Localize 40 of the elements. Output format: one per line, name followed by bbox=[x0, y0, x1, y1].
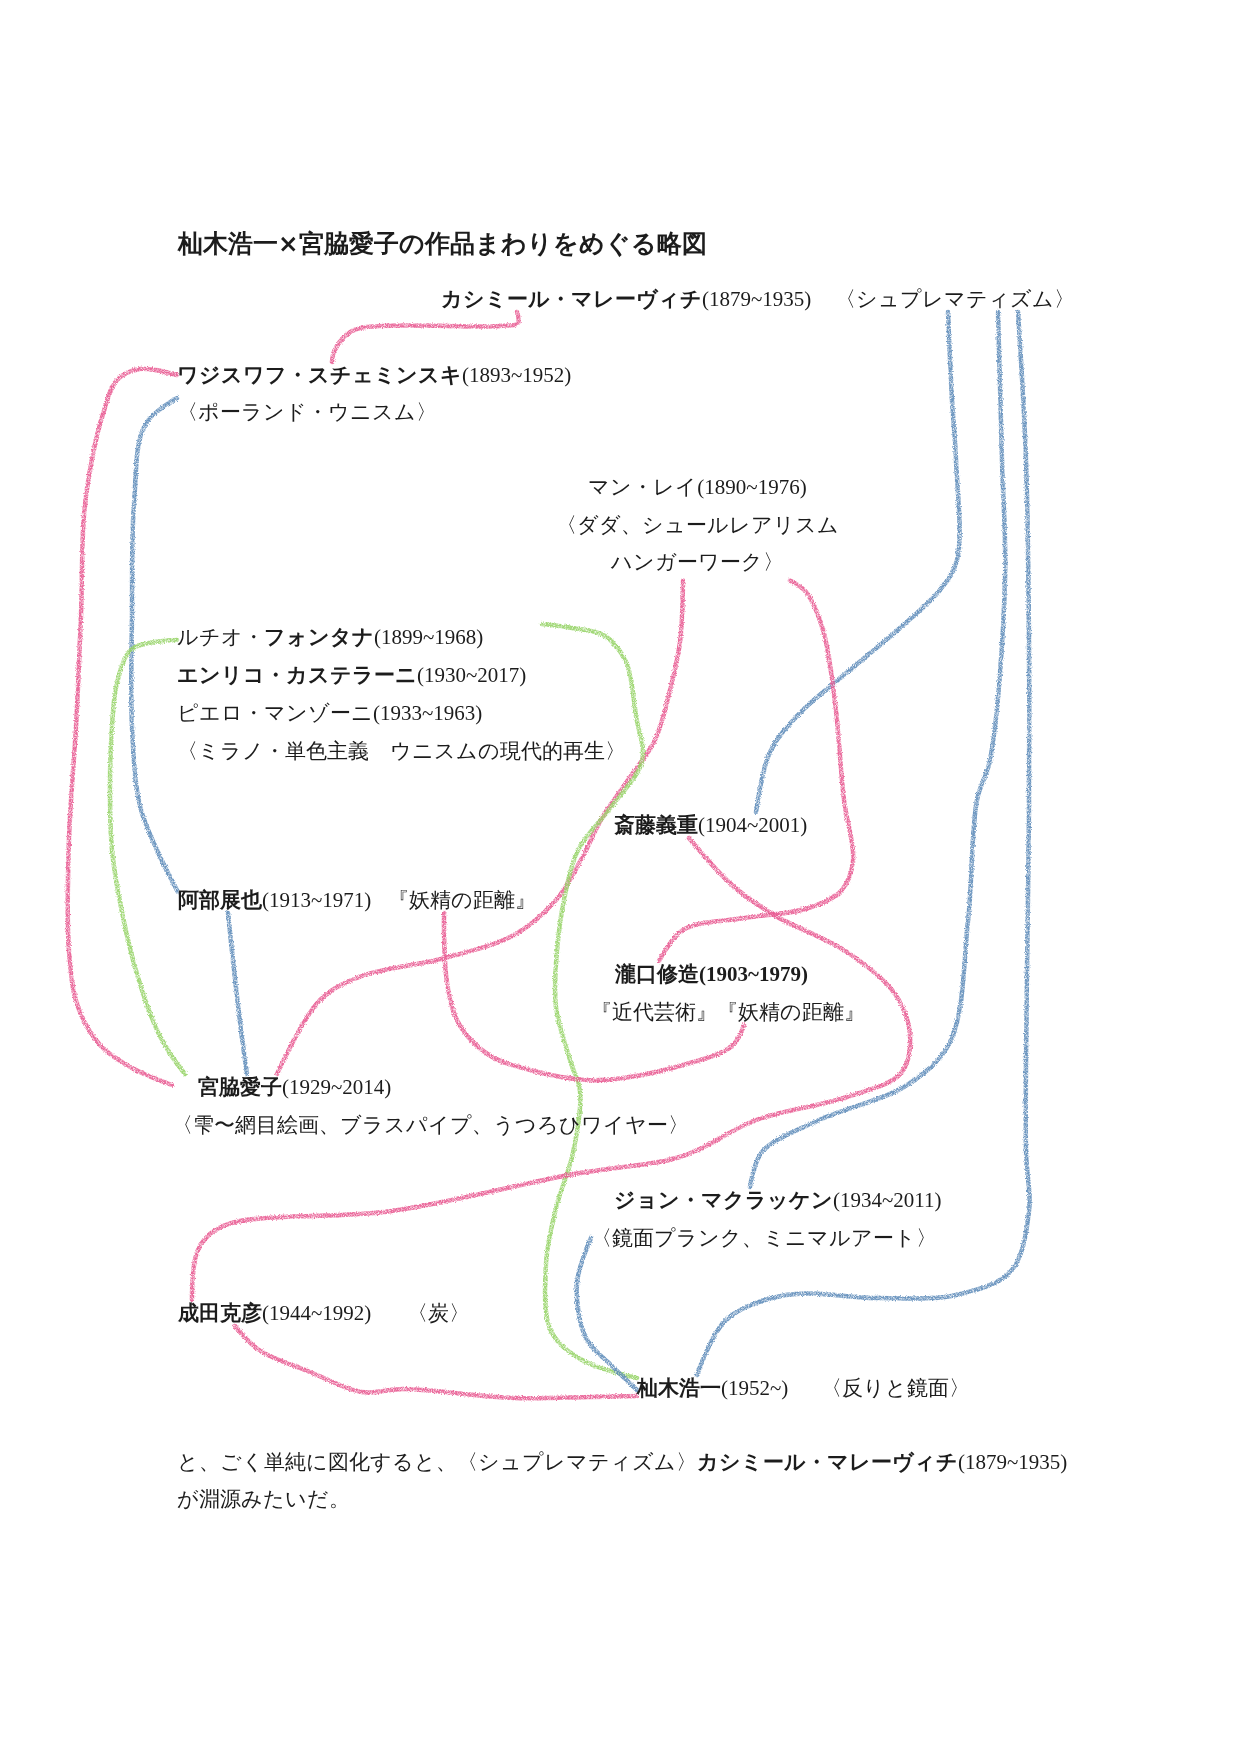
artist-label: 宮脇愛子(1929~2014) bbox=[198, 1074, 393, 1100]
connector-line bbox=[441, 910, 747, 1083]
connector-line bbox=[574, 1235, 640, 1393]
connector-line bbox=[274, 578, 686, 1077]
connector-line bbox=[232, 1323, 640, 1401]
artist-label: 斎藤義重(1904~2001) bbox=[614, 812, 808, 838]
connector-line bbox=[225, 910, 250, 1077]
artist-label: 瀧口修造(1903~1979) bbox=[615, 961, 809, 987]
artist-label: 成田克彦(1944~1992) bbox=[178, 1300, 372, 1326]
works-label: 〈反りと鏡面〉 bbox=[821, 1375, 971, 1401]
artist-label: ワジスワフ・スチェミンスキ(1893~1952) bbox=[177, 362, 572, 388]
connector-line bbox=[189, 835, 913, 1303]
artist-label: エンリコ・カステラーニ(1930~2017) bbox=[177, 662, 528, 688]
artist-label: ルチオ・フォンタナ(1899~1968) bbox=[177, 624, 485, 650]
works-label: 『近代芸術』『妖精の距離』 bbox=[591, 999, 865, 1025]
connector-line bbox=[694, 309, 1032, 1378]
works-label: 〈ダダ、シュールレアリスムハンガーワーク〉 bbox=[555, 511, 840, 576]
connector-line bbox=[753, 309, 962, 815]
artist-label: 阿部展也(1913~1971) bbox=[178, 887, 372, 913]
works-label: 〈シュプレマティズム〉 bbox=[835, 286, 1076, 312]
connector-line bbox=[656, 578, 856, 964]
artist-label: ジョン・マクラッケン(1934~2011) bbox=[614, 1187, 942, 1213]
artist-label: マン・レイ(1890~1976) bbox=[587, 474, 808, 500]
connector-line bbox=[539, 621, 646, 1381]
connector-line bbox=[747, 309, 1008, 1190]
diagram-title: 杣木浩一×宮脇愛子の作品まわりをめぐる略図 bbox=[178, 229, 707, 259]
artist-label: カシミール・マレーヴィチ(1879~1935) bbox=[441, 286, 812, 312]
works-label: 〈雫〜網目絵画、ブラスパイプ、うつろひワイヤー〉 bbox=[172, 1112, 689, 1138]
connector-line bbox=[128, 395, 181, 895]
artist-label: 杣木浩一(1952~) bbox=[637, 1375, 789, 1401]
works-label: 『妖精の距離』 bbox=[388, 887, 537, 913]
caption-text: と、ごく単純に図化すると、〈シュプレマティズム〉カシミール・マレーヴィチ(1879~1935)が淵源みたいだ。 bbox=[177, 1449, 1069, 1513]
connector-line bbox=[65, 366, 180, 1088]
works-label: 〈ミラノ・単色主義 ウニスムの現代的再生〉 bbox=[177, 738, 626, 764]
artist-label: ピエロ・マンゾーニ(1933~1963) bbox=[177, 700, 484, 726]
connector-line bbox=[329, 309, 521, 365]
works-label: 〈ポーランド・ウニスム〉 bbox=[177, 399, 438, 425]
connector-line bbox=[107, 637, 188, 1077]
works-label: 〈炭〉 bbox=[407, 1300, 471, 1326]
works-label: 〈鏡面プランク、ミニマルアート〉 bbox=[591, 1225, 938, 1251]
